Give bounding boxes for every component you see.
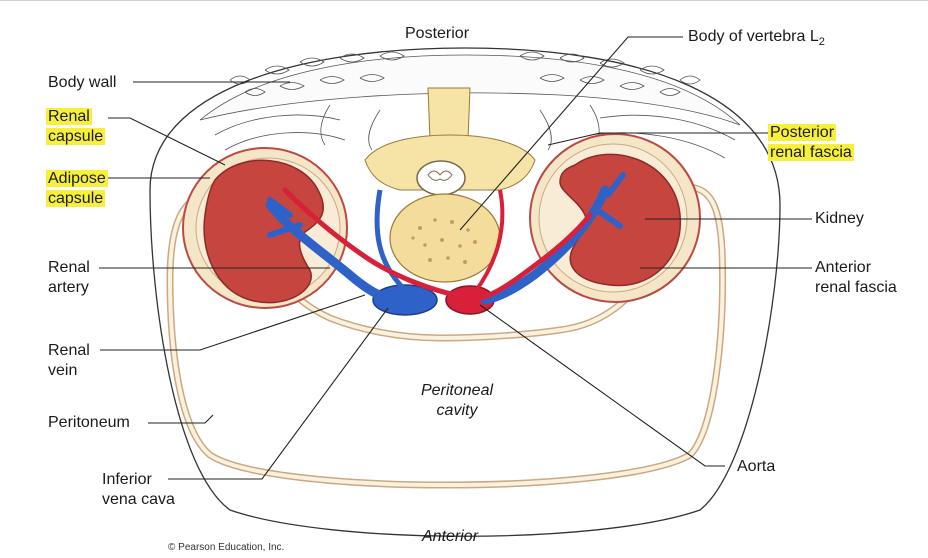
leader-lines xyxy=(99,36,812,480)
label-renal-artery-line1: Renal xyxy=(48,259,90,276)
label-peritoneal-cavity-line2: cavity xyxy=(436,402,478,419)
right-renal-vein xyxy=(480,185,610,305)
label-peritoneal-cavity-line1: Peritoneal xyxy=(420,382,494,399)
label-anterior-renal-fascia: Anterior renal fascia xyxy=(815,258,897,298)
label-vertebra-subscript: 2 xyxy=(818,36,825,49)
label-kidney: Kidney xyxy=(815,210,864,227)
label-anterior-renal-fascia-line2: renal fascia xyxy=(815,279,897,296)
label-adipose-capsule: Adipose capsule xyxy=(46,169,108,209)
vertebral-body xyxy=(389,193,501,283)
label-renal-capsule-line2: capsule xyxy=(46,128,106,145)
right-renal-artery xyxy=(477,212,593,301)
right-kidney xyxy=(559,153,681,287)
label-aorta: Aorta xyxy=(737,458,776,475)
label-renal-artery-line2: artery xyxy=(48,279,89,296)
copyright-notice: © Pearson Education, Inc. xyxy=(168,542,285,553)
left-renal-vein xyxy=(265,200,400,305)
label-renal-capsule-line1: Renal xyxy=(46,108,92,125)
label-renal-vein-line1: Renal xyxy=(48,342,90,359)
label-peritoneal-cavity: Peritoneal cavity xyxy=(412,381,502,421)
label-body-wall: Body wall xyxy=(48,74,117,91)
label-renal-vein-line2: vein xyxy=(48,362,78,379)
label-anterior: Anterior xyxy=(422,528,479,545)
label-posterior-renal-fascia-line2: renal fascia xyxy=(768,144,854,161)
label-body-of-vertebra: Body of vertebra L2 xyxy=(688,27,825,52)
label-posterior: Posterior xyxy=(405,25,470,42)
label-posterior-renal-fascia-line1: Posterior xyxy=(768,124,837,141)
left-renal-artery xyxy=(282,187,463,299)
vertebra-spinous-process xyxy=(427,87,471,141)
label-renal-artery: Renal artery xyxy=(48,258,90,298)
label-renal-capsule: Renal capsule xyxy=(46,107,106,147)
top-border xyxy=(0,0,928,1)
label-posterior-renal-fascia: Posterior renal fascia xyxy=(768,123,854,163)
label-ivc-line2: vena cava xyxy=(102,491,175,508)
label-renal-vein: Renal vein xyxy=(48,341,90,381)
label-adipose-capsule-line2: capsule xyxy=(46,190,106,207)
left-kidney xyxy=(203,159,324,304)
label-ivc-line1: Inferior xyxy=(102,471,152,488)
label-anterior-renal-fascia-line1: Anterior xyxy=(815,259,872,276)
spinal-canal xyxy=(416,160,466,196)
label-inferior-vena-cava: Inferior vena cava xyxy=(102,470,175,510)
label-body-of-vertebra-text: Body of vertebra L xyxy=(688,28,819,45)
inferior-vena-cava xyxy=(372,284,438,316)
vena-cava-branch xyxy=(374,189,407,292)
label-peritoneum: Peritoneum xyxy=(48,414,130,431)
vertebral-body-texture xyxy=(411,218,477,264)
label-adipose-capsule-line1: Adipose xyxy=(46,170,108,187)
